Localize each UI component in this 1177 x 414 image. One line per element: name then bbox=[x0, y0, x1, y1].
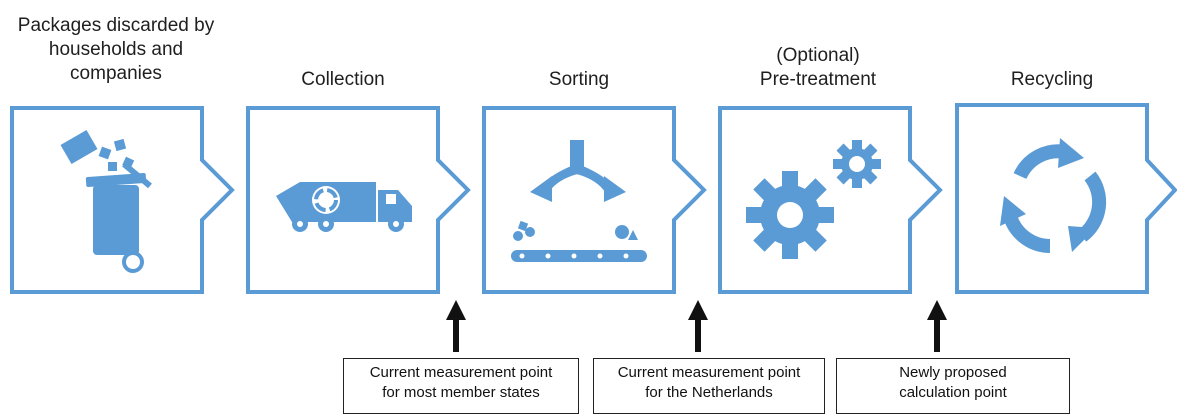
stage-title-pretreatment: (Optional) Pre-treatment bbox=[759, 45, 877, 90]
stage-title-sorting: Sorting bbox=[548, 69, 610, 90]
stage-title-recycling: Recycling bbox=[1010, 69, 1094, 90]
sorting-conveyor-icon bbox=[511, 140, 647, 262]
stage-box-recycling bbox=[955, 103, 1177, 294]
stage-box-pretreatment bbox=[718, 106, 943, 294]
stage-title-collection: Collection bbox=[301, 69, 385, 90]
garbage-truck-icon bbox=[276, 182, 412, 232]
stage-title-packages: Packages discarded by households and com… bbox=[17, 15, 215, 84]
measurement-arrows bbox=[446, 300, 947, 352]
measurement-note-netherlands: Current measurement point for the Nether… bbox=[593, 358, 825, 414]
gears-icon bbox=[746, 140, 881, 259]
measurement-note-member-states: Current measurement point for most membe… bbox=[343, 358, 579, 414]
stage-box-packages bbox=[10, 106, 235, 294]
recycle-arrowheads bbox=[1000, 138, 1096, 252]
stage-box-sorting bbox=[482, 106, 707, 294]
stage-box-collection bbox=[246, 106, 471, 294]
trash-bin-icon bbox=[60, 129, 152, 273]
measurement-note-proposed: Newly proposed calculation point bbox=[836, 358, 1070, 414]
